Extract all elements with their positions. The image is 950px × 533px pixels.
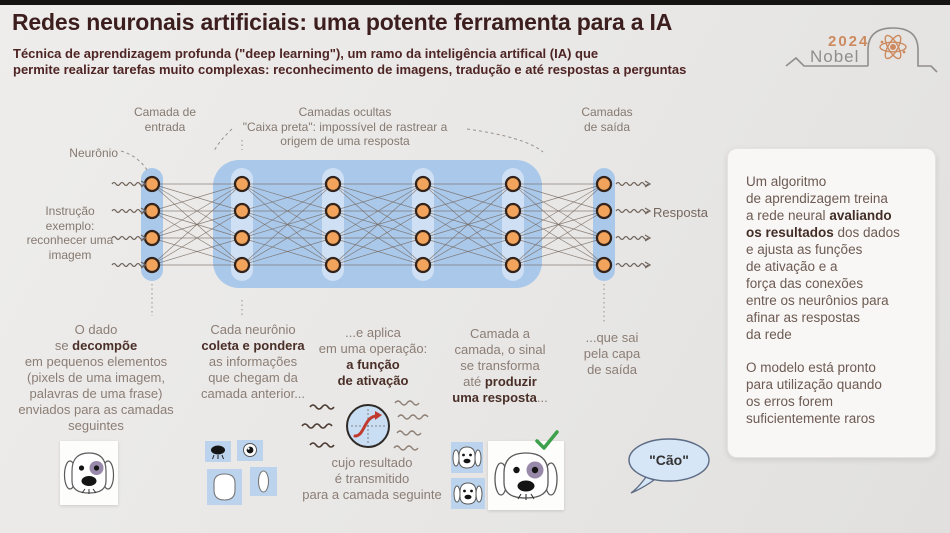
label-instruction: Instrução exemplo: reconhecer uma imagem (26, 204, 114, 262)
panel-paragraph-2: O modelo está pronto para utilização qua… (746, 360, 882, 426)
hidden-layer-bar (412, 168, 434, 281)
logo-arch (867, 27, 938, 73)
small-dog-face-icon (452, 446, 482, 469)
dog-eye-icon (243, 443, 257, 457)
speech-bubble-tail (630, 476, 656, 494)
sigmoid-curve-icon (353, 414, 379, 438)
dog-part-ear-card (250, 467, 277, 496)
logo-year: 2024 (828, 33, 869, 50)
hidden-layer-bar (322, 168, 344, 281)
neuron (414, 229, 432, 247)
candidate-dog-card-2 (451, 478, 485, 509)
neuron (143, 175, 161, 193)
input-arrow (111, 181, 145, 187)
step-5-text: ...que sai pela capa de saída (583, 330, 641, 377)
output-arrow (615, 181, 649, 187)
input-squiggles-icon (301, 404, 335, 448)
sigmoid-arrowhead (375, 411, 382, 420)
dog-part-nose-card (205, 441, 231, 462)
neuron (143, 256, 161, 274)
step-4-text: Camada a camada, o sinal se transforma a… (452, 326, 548, 405)
nobel-2024-logo: 2024 Nobel (785, 27, 938, 73)
neuron (233, 229, 251, 247)
nobel-atom-icon (879, 34, 907, 60)
neuron (324, 202, 342, 220)
training-explanation-panel: Um algoritmo de aprendizagem treina a re… (727, 148, 936, 458)
label-hidden-layers: Camadas ocultas "Caixa preta": impossíve… (242, 105, 448, 148)
dog-muzzle-icon (213, 473, 236, 501)
output-squiggles-icon (393, 400, 429, 451)
label-neuron: Neurônio (69, 146, 118, 160)
label-response: Resposta (653, 205, 708, 220)
panel-paragraph-1: Um algoritmo de aprendizagem treina a re… (746, 174, 900, 342)
dog-ear-icon (257, 470, 270, 493)
neuron (414, 175, 432, 193)
input-layer-bar (141, 168, 163, 281)
neuron (504, 202, 522, 220)
dog-part-eye-card (237, 440, 263, 461)
dog-face-image (63, 452, 115, 494)
input-arrow (111, 262, 145, 268)
recognized-dog-card (488, 441, 564, 510)
neuron (233, 175, 251, 193)
page-title: Redes neuronais artificiais: uma potente… (12, 9, 673, 35)
black-box (213, 160, 542, 288)
candidate-dog-card-1 (451, 442, 483, 473)
neuron (504, 256, 522, 274)
hidden-layer-bar (231, 168, 253, 281)
speech-bubble-text: "Cão" (649, 452, 689, 468)
speech-bubble: "Cão" (628, 438, 710, 494)
dog-nose-icon (211, 445, 225, 460)
neuron (595, 202, 613, 220)
speech-bubble-body (628, 438, 710, 482)
dog-part-face-card (207, 469, 242, 505)
hidden-layer-bar (502, 168, 524, 281)
activation-axes (351, 409, 385, 443)
output-arrow (615, 262, 649, 268)
neuron (504, 175, 522, 193)
activation-result-note: cujo resultado é transmitido para a cama… (302, 455, 442, 502)
neuron (143, 202, 161, 220)
logo-baseline (785, 56, 868, 67)
page-subtitle: Técnica de aprendizagem profunda ("deep … (13, 46, 687, 77)
step-1-text: O dado se decompõe em pequenos elementos… (18, 322, 174, 433)
top-bar (0, 0, 950, 5)
big-dog-face-image (494, 452, 558, 500)
neuron (595, 229, 613, 247)
checkmark-icon (535, 430, 559, 450)
neuron (324, 175, 342, 193)
step-2-text: Cada neurônio coleta e pondera as inform… (200, 322, 306, 401)
neuron (414, 202, 432, 220)
logo-name: Nobel (810, 47, 859, 66)
neuron (504, 229, 522, 247)
neuron (143, 229, 161, 247)
neuron (233, 202, 251, 220)
output-arrow (615, 235, 649, 241)
output-layer-bar (593, 168, 615, 281)
neuron (233, 256, 251, 274)
small-dog-face-icon (453, 482, 483, 505)
neuron (595, 256, 613, 274)
output-arrow (615, 208, 649, 214)
neuron (414, 256, 432, 274)
label-input-layer: Camada de entrada (133, 105, 197, 134)
activation-function-icon (301, 400, 429, 451)
step-3-text: ...e aplica em uma operação: a função de… (318, 325, 428, 388)
neuron (324, 229, 342, 247)
neuron (324, 256, 342, 274)
dog-image-card (60, 441, 118, 505)
neuron (595, 175, 613, 193)
label-output-layer: Camadas de saída (581, 105, 633, 134)
